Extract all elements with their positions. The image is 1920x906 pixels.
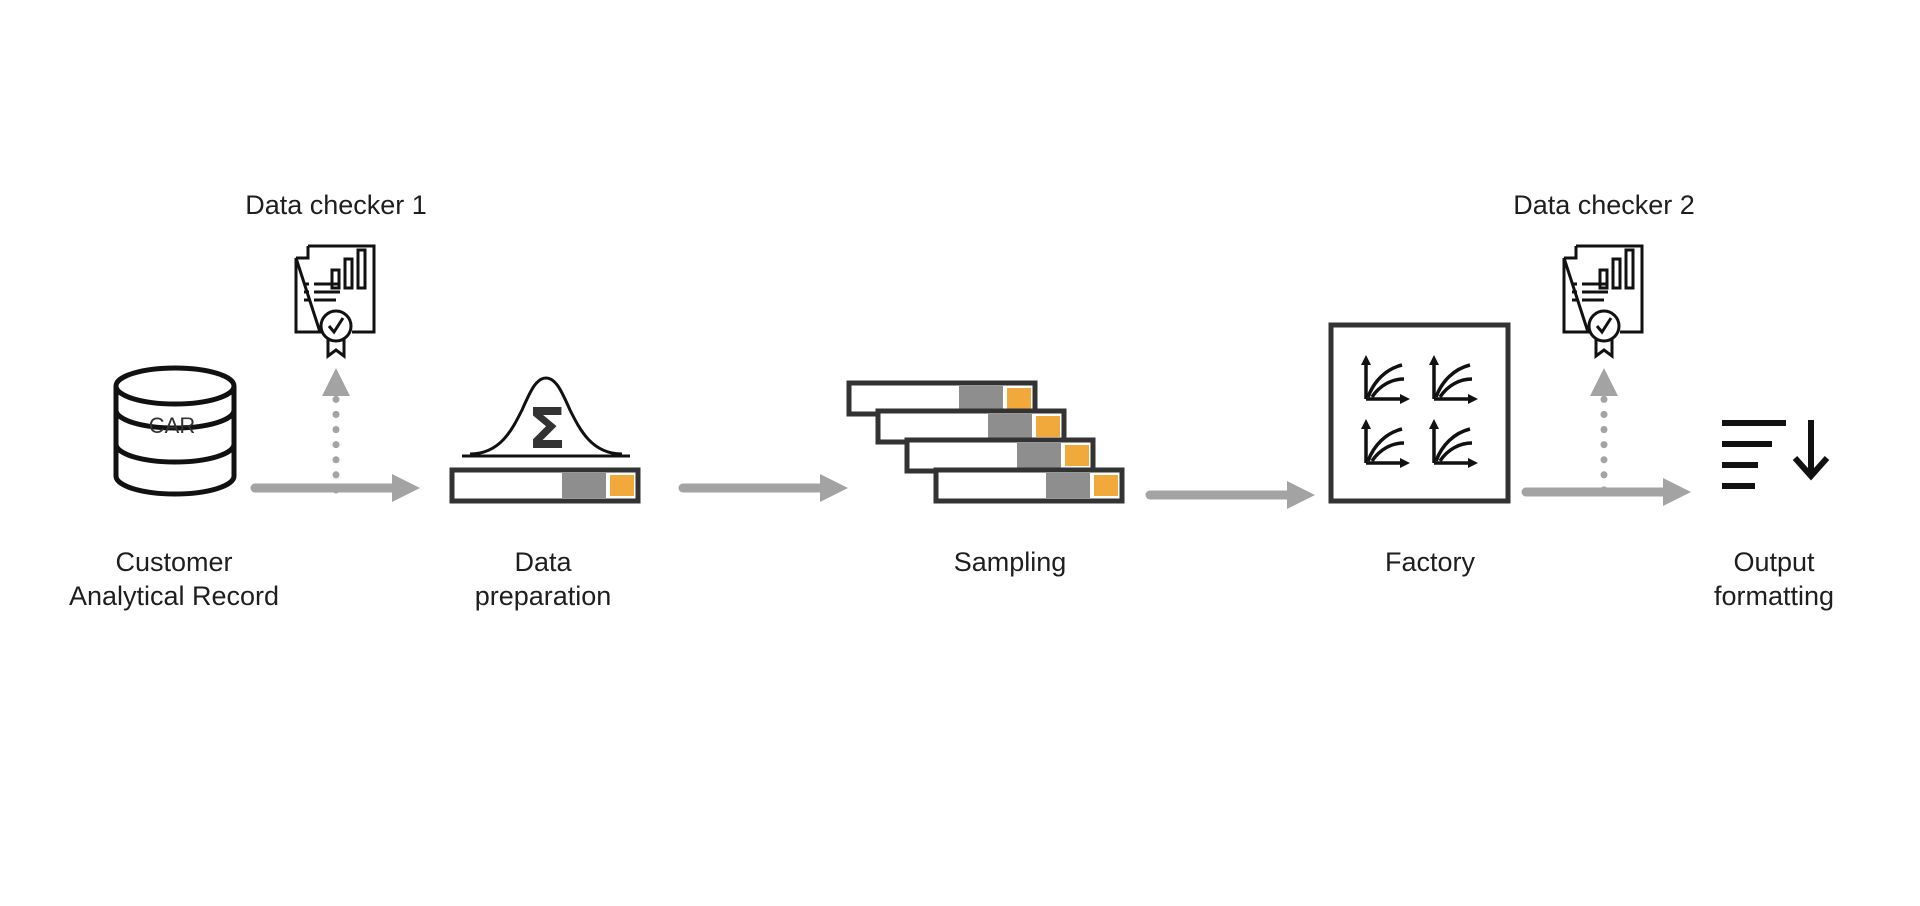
dotted-arrow-up-1 xyxy=(322,368,350,494)
database-label: CAR xyxy=(149,413,195,438)
car-label-line2: Analytical Record xyxy=(69,581,279,611)
curve-chart-2 xyxy=(1429,355,1478,404)
certificate-report-icon xyxy=(1562,244,1644,359)
car-label-line1: Customer xyxy=(115,547,232,577)
factory-label: Factory xyxy=(1385,547,1476,577)
data-bar-prep xyxy=(449,467,641,504)
sample-bar-4 xyxy=(933,467,1125,504)
sort-descending-icon xyxy=(1722,420,1830,489)
curve-chart-3 xyxy=(1361,419,1410,468)
flow-arrow-4 xyxy=(1521,478,1691,506)
flow-arrow-2 xyxy=(678,474,848,502)
certificate-report-icon xyxy=(294,244,376,359)
sample-bar-3 xyxy=(904,437,1096,474)
model-curves-icon xyxy=(1328,322,1511,504)
output-label-line2: formatting xyxy=(1714,581,1834,611)
checker-2-label: Data checker 2 xyxy=(1513,190,1695,220)
checker-1-label: Data checker 1 xyxy=(245,190,427,220)
prep-label-line1: Data xyxy=(514,547,572,577)
flow-arrow-3 xyxy=(1145,481,1315,509)
prep-label-line2: preparation xyxy=(475,581,612,611)
sample-bar-2 xyxy=(875,408,1067,445)
sigma-symbol: Σ xyxy=(528,397,566,462)
flow-arrow-1 xyxy=(250,474,420,502)
curve-chart-4 xyxy=(1429,419,1478,468)
curve-chart-1 xyxy=(1361,355,1410,404)
sampling-label: Sampling xyxy=(954,547,1067,577)
normal-distribution-icon: Σ xyxy=(462,376,630,462)
stacked-bars-icon xyxy=(846,380,1125,504)
dotted-arrow-up-2 xyxy=(1590,368,1618,494)
database-icon xyxy=(113,365,237,497)
output-label-line1: Output xyxy=(1733,547,1815,577)
